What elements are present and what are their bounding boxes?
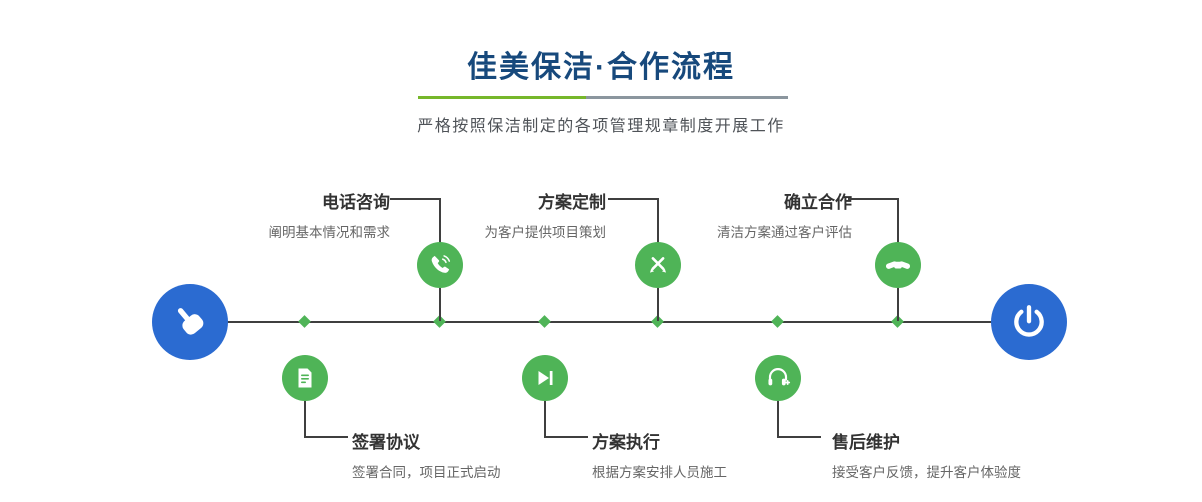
step-desc: 签署合同，项目正式启动 — [352, 465, 501, 480]
step-node-after-sales — [755, 355, 801, 401]
connector-line — [777, 401, 779, 437]
connector-line — [390, 198, 440, 200]
step-label-after-sales: 售后维护 接受客户反馈，提升客户体验度 — [832, 428, 1112, 481]
step-desc: 接受客户反馈，提升客户体验度 — [832, 465, 1021, 480]
step-node-plan-execute — [522, 355, 568, 401]
step-node-plan-custom — [635, 242, 681, 288]
step-desc: 为客户提供项目策划 — [484, 225, 607, 240]
step-label-sign-agreement: 签署协议 签署合同，项目正式启动 — [352, 428, 632, 481]
connector-line — [439, 198, 441, 243]
connector-line — [304, 436, 348, 438]
timeline — [190, 321, 1030, 323]
connector-line — [304, 401, 306, 437]
connector-line — [439, 288, 441, 321]
timeline-diamond-marker — [771, 315, 784, 328]
connector-line — [897, 288, 899, 321]
end-node — [991, 284, 1067, 360]
phone-icon — [427, 252, 453, 278]
contract-icon — [293, 366, 317, 390]
step-desc: 根据方案安排人员施工 — [592, 465, 727, 480]
play-icon — [533, 366, 557, 390]
underline-gray-segment — [586, 96, 788, 99]
connector-line — [657, 198, 659, 243]
start-node — [152, 284, 228, 360]
step-desc: 清洁方案通过客户评估 — [717, 225, 852, 240]
underline-green-segment — [418, 96, 586, 99]
step-node-sign-agreement — [282, 355, 328, 401]
page-subtitle: 严格按照保洁制定的各项管理规章制度开展工作 — [417, 118, 785, 135]
step-node-establish-coop — [875, 242, 921, 288]
connector-line — [544, 401, 546, 437]
step-label-plan-execute: 方案执行 根据方案安排人员施工 — [592, 428, 872, 481]
title-underline — [418, 96, 788, 99]
headset-plus-icon — [765, 365, 791, 391]
power-icon — [1009, 302, 1049, 342]
step-desc: 阐明基本情况和需求 — [268, 225, 391, 240]
step-title: 确立合作 — [784, 193, 852, 212]
step-title: 方案执行 — [592, 433, 660, 452]
step-title: 方案定制 — [538, 193, 606, 212]
connector-line — [544, 436, 588, 438]
step-title: 售后维护 — [832, 433, 900, 452]
handshake-icon — [884, 251, 912, 279]
timeline-diamond-marker — [538, 315, 551, 328]
step-node-phone-consult — [417, 242, 463, 288]
connector-line — [608, 198, 658, 200]
connector-line — [657, 288, 659, 321]
step-label-plan-custom: 方案定制 为客户提供项目策划 — [356, 188, 607, 241]
step-title: 电话咨询 — [322, 193, 390, 212]
page-title: 佳美保洁·合作流程 — [467, 51, 735, 84]
step-label-establish-coop: 确立合作 清洁方案通过客户评估 — [602, 188, 852, 241]
timeline-diamond-marker — [298, 315, 311, 328]
connector-line — [777, 436, 821, 438]
pointing-hand-icon — [170, 302, 210, 342]
pen-tools-icon — [646, 253, 670, 277]
connector-line — [848, 198, 898, 200]
step-title: 签署协议 — [352, 433, 420, 452]
step-label-phone-consult: 电话咨询 阐明基本情况和需求 — [140, 188, 391, 241]
connector-line — [897, 198, 899, 243]
